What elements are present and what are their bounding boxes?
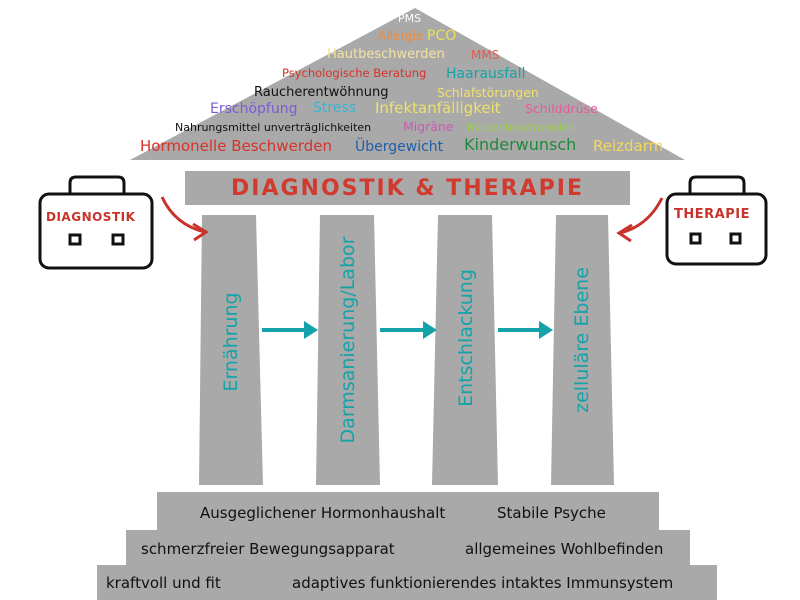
roof-word: Hautbeschwerden [327,47,445,62]
roof-word: Nahrungsmittel unverträglichkeiten [175,121,372,134]
roof-word: Infektanfälligkeit [375,99,501,117]
arrow-1 [262,321,318,339]
step-middle-left: schmerzfreier Bewegungsapparat [141,540,395,558]
arrow-2 [380,321,437,339]
step-middle [126,530,690,567]
briefcase-right-icon [665,175,768,266]
roof-word: Kinderwunsch [464,135,577,154]
roof-word: Reizdarm [593,137,664,155]
pillar-3 [432,215,498,485]
pillar-2 [316,215,380,485]
step-bottom-right: adaptives funktionierendes intaktes Immu… [292,574,674,592]
pillar-label-zellulaere-ebene: zelluläre Ebene [571,267,593,413]
briefcase-left-icon [38,175,154,270]
roof-word: Haarausfall [446,66,526,82]
step-top-right: Stabile Psyche [497,504,606,522]
arrow-3 [498,321,553,339]
roof-word: Migräne [403,119,454,134]
roof [130,8,685,160]
roof-word: Raucherentwöhnung [254,85,389,100]
roof-word: Rückenbeschwerden [467,122,576,134]
step-bottom [97,565,717,600]
pillar-4 [551,215,614,485]
diagnostik-label: DIAGNOSTIK [46,210,136,224]
step-middle-right: allgemeines Wohlbefinden [465,540,664,558]
roof-word: Übergewicht [355,139,444,155]
roof-word: Psychologische Beratung [282,66,427,80]
step-top-left: Ausgeglichener Hormonhaushalt [200,504,446,522]
step-top [157,492,659,532]
pillar-label-ernaehrung: Ernährung [220,292,242,392]
roof-word: PMS [398,12,422,25]
roof-word: PCO [427,28,457,44]
curved-arrow-left-icon [160,196,209,242]
curved-arrow-right-icon [616,197,664,243]
step-bottom-left: kraftvoll und fit [106,574,221,592]
roof-word: Schlafstörungen [437,85,539,100]
pillar-label-entschlackung: Entschlackung [455,269,477,407]
therapie-label: THERAPIE [674,207,750,222]
roof-word: Erschöpfung [210,101,298,117]
roof-word: Hormonelle Beschwerden [140,137,332,155]
banner-title: DIAGNOSTIK & THERAPIE [231,175,584,201]
banner-plate [185,171,630,205]
roof-word: Allergie [378,29,424,43]
pillar-1 [199,215,263,485]
roof-word: Schilddrüse [525,101,598,116]
pillar-label-darmsanierung: Darmsanierung/Labor [337,236,359,444]
roof-word: Stress [313,100,357,116]
roof-word: MMS [471,48,500,62]
